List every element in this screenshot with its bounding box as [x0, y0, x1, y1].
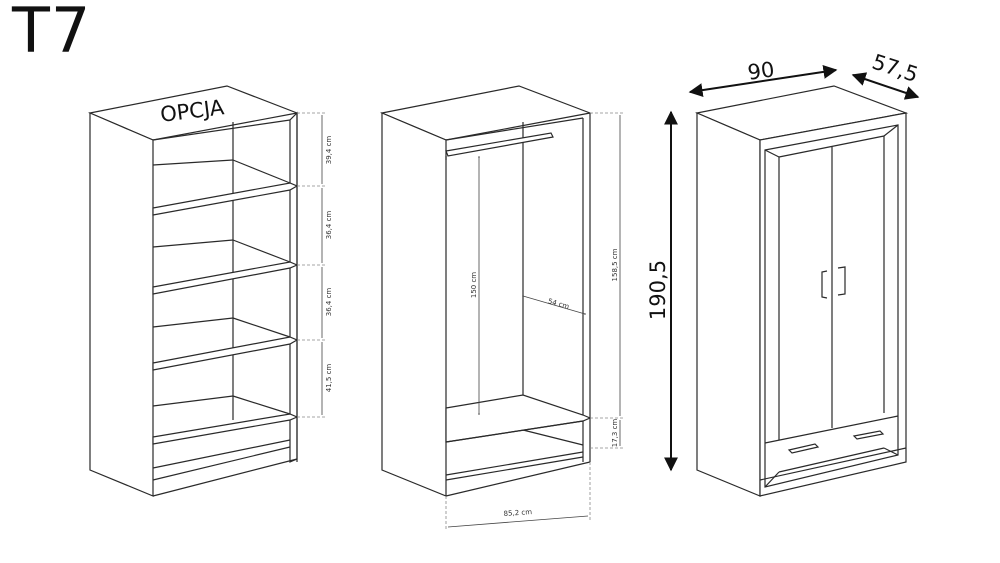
drawer-height-label: 17,3 cm	[611, 419, 619, 448]
exterior-width-label: 90	[746, 57, 776, 84]
hanging-rail	[445, 132, 554, 160]
interior-view-left-panel	[381, 112, 447, 497]
exterior-height-label: 190,5	[646, 260, 670, 320]
shelf-view-right-panel	[289, 111, 298, 463]
rail-height-label: 150 cm	[470, 272, 478, 298]
drawer-handle-left	[787, 443, 820, 454]
interior-view: 150 cm 54 cm 158,5 cm 17,3 cm 85,2 cm	[379, 85, 625, 530]
shelf-view: OPCJA 39,4 cm 36,4 cm 36,4 cm 41,5 cm	[87, 85, 333, 497]
exterior-depth-label: 57,5	[869, 50, 921, 87]
width-label: 85,2 cm	[503, 508, 532, 518]
door-handle-left	[821, 270, 828, 299]
shelf-view-shelves	[152, 159, 299, 445]
drawer-handle-right	[852, 430, 885, 440]
shelf-view-left-panel	[89, 112, 154, 497]
shelf-dim-3: 36,4 cm	[325, 288, 333, 317]
door-handle-right	[837, 266, 846, 296]
model-title: T7	[12, 0, 92, 67]
exterior-view: 90 57,5 190,5	[646, 50, 921, 497]
depth-label: 54 cm	[547, 297, 570, 311]
shelf-dim-4: 41,5 cm	[325, 364, 333, 393]
shelf-view-dimensions: 39,4 cm 36,4 cm 36,4 cm 41,5 cm	[297, 112, 333, 418]
interior-view-dimensions: 150 cm 54 cm 158,5 cm 17,3 cm 85,2 cm	[445, 112, 625, 530]
shelf-dim-1: 39,4 cm	[325, 136, 333, 165]
shelf-dim-2: 36,4 cm	[325, 211, 333, 240]
exterior-view-dimensions: 90 57,5 190,5	[646, 50, 921, 472]
total-height-label: 158,5 cm	[611, 248, 619, 281]
exterior-view-left-panel	[696, 112, 761, 497]
